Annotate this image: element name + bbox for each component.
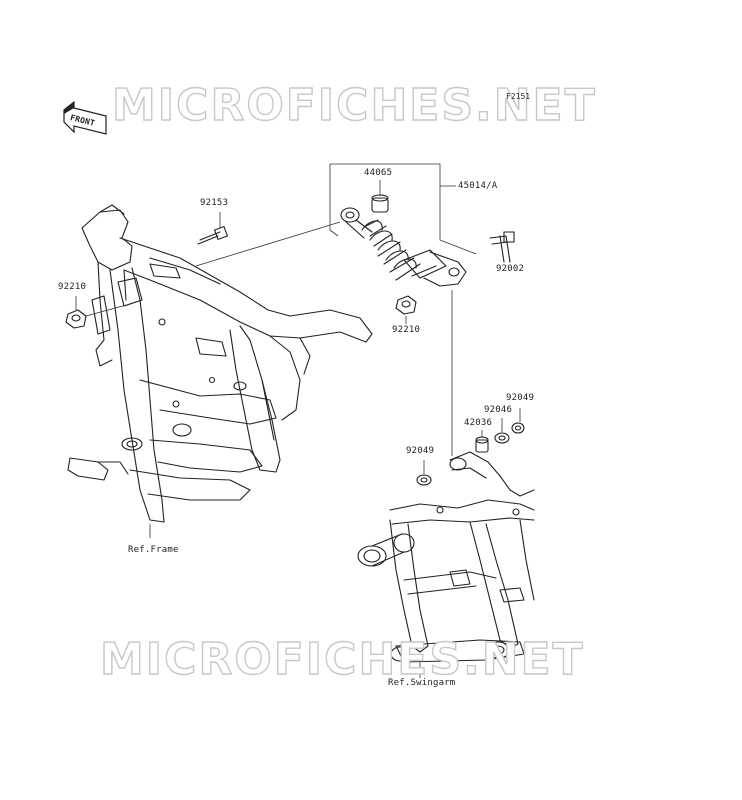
part-label-92210-right: 92210 — [392, 325, 421, 335]
part-label-42036: 42036 — [464, 418, 493, 428]
leader-lines — [75, 163, 521, 678]
part-label-92046: 92046 — [484, 405, 513, 415]
ref-frame-label: Ref.Frame — [128, 545, 179, 555]
part-label-45014a: 45014/A — [458, 181, 498, 191]
shock-absorber-drawing — [340, 194, 467, 287]
watermark-bottom: MICROFICHES.NET — [99, 633, 585, 685]
part-label-92210-left: 92210 — [58, 282, 87, 292]
ref-swingarm-label: Ref.Swingarm — [388, 678, 456, 688]
swingarm-drawing — [357, 451, 535, 663]
part-label-92002: 92002 — [496, 264, 525, 274]
part-label-92049-left: 92049 — [406, 446, 435, 456]
fasteners-drawing — [65, 226, 525, 486]
part-label-44065: 44065 — [364, 168, 393, 178]
watermark-top: MICROFICHES.NET — [111, 79, 597, 131]
figure-code: F2151 — [506, 92, 531, 101]
front-arrow-icon — [63, 100, 107, 135]
part-label-92153: 92153 — [200, 198, 229, 208]
frame-drawing — [67, 204, 373, 523]
part-label-92049-right: 92049 — [506, 393, 535, 403]
